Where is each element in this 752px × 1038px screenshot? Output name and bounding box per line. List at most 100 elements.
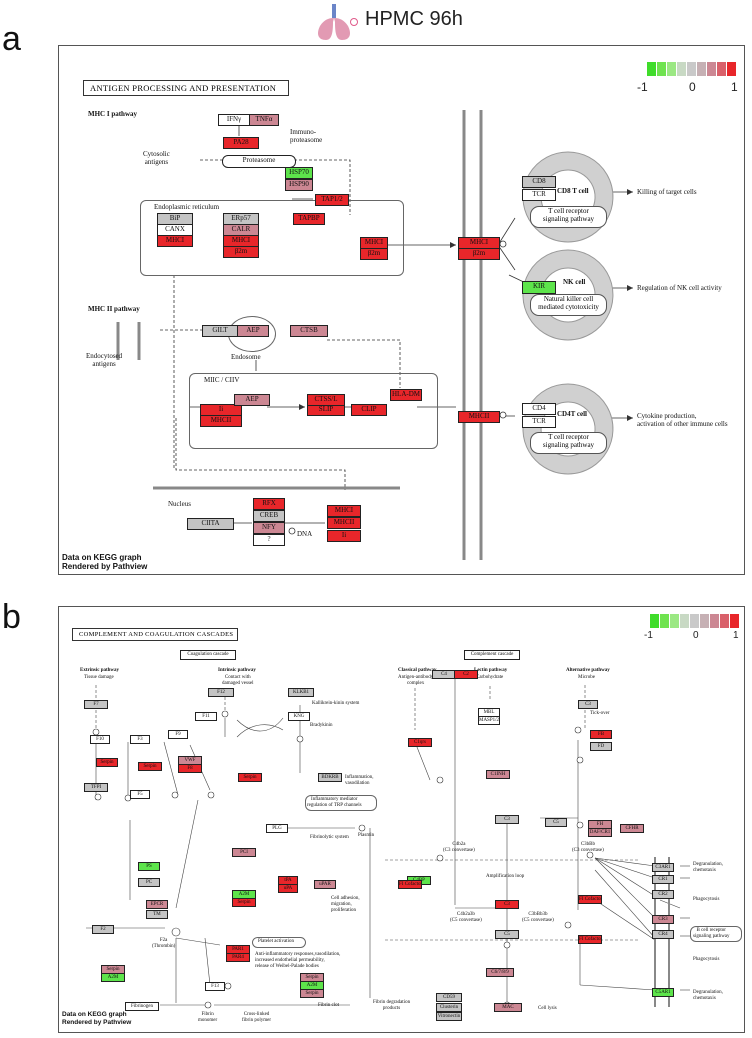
gene-ctssl[interactable]: CTSS/L [307, 394, 345, 406]
gene-f3[interactable]: F3 [130, 735, 150, 744]
gene-unknown[interactable]: ? [253, 534, 285, 546]
gene-cr3[interactable]: CR3 [652, 915, 674, 924]
gene-a2m2[interactable]: A2M [101, 973, 125, 982]
gene-clusterin[interactable]: Clusterin [436, 1003, 462, 1012]
gene-f10[interactable]: F10 [90, 735, 110, 744]
gene-f9[interactable]: F9 [168, 730, 188, 739]
gene-aep-1[interactable]: AEP [237, 325, 269, 337]
inflam-mediator-box[interactable] [305, 795, 377, 811]
gene-nfy[interactable]: NFY [253, 522, 285, 534]
gene-ps[interactable]: PS [138, 862, 160, 871]
gene-c1inh[interactable]: C1INH [486, 770, 510, 779]
gene-ctsb[interactable]: CTSB [290, 325, 328, 337]
tcr-pathway-box-2[interactable]: T cell receptor signaling pathway [530, 432, 607, 454]
gene-aep-2[interactable]: AEP [234, 394, 270, 406]
gene-plg[interactable]: PLG [266, 824, 288, 833]
gene-tap12[interactable]: TAP1/2 [315, 194, 349, 206]
nk-pathway-box[interactable]: Natural killer cell mediated cytotoxicit… [530, 294, 607, 316]
gene-fi3[interactable]: FI Cofactor [578, 935, 602, 944]
gene-mac[interactable]: MAC [494, 1003, 522, 1012]
gene-cr1[interactable]: CR1 [652, 875, 674, 884]
gene-c3b[interactable]: C3 [495, 900, 519, 909]
gene-c3ar1[interactable]: C3AR1 [652, 863, 674, 872]
gene-c1qrs[interactable]: C1qrs [408, 738, 432, 747]
gene-creb[interactable]: CREB [253, 510, 285, 522]
gene-c5[interactable]: C5 [495, 930, 519, 939]
gene-f13[interactable]: F13 [205, 982, 225, 991]
gene-mhc2-membrane[interactable]: MHCII [458, 411, 500, 423]
gene-fibrinogen[interactable]: Fibrinogen [125, 1002, 159, 1011]
gene-rfx[interactable]: RFX [253, 498, 285, 510]
gene-fd[interactable]: FD [590, 742, 612, 751]
gene-cfhr[interactable]: CFHR [620, 824, 644, 833]
gene-cd8[interactable]: CD8 [522, 176, 556, 188]
gene-hladm[interactable]: HLA-DM [390, 389, 422, 401]
bcell-box[interactable] [690, 926, 742, 942]
gene-f7[interactable]: F7 [84, 700, 108, 709]
gene-serpin4[interactable]: Serpin [232, 898, 256, 907]
gene-hsp90[interactable]: HSP90 [285, 179, 313, 191]
gene-upar[interactable]: uPAR [314, 880, 336, 889]
gene-mhc2-nucleus[interactable]: MHCII [327, 517, 361, 529]
gene-c5b[interactable]: C5 [545, 818, 567, 827]
gene-c3a[interactable]: C3 [495, 815, 519, 824]
gene-mhc1-nucleus[interactable]: MHCI [327, 505, 361, 517]
gene-cd4[interactable]: CD4 [522, 403, 556, 415]
comp-cascade-box[interactable]: Complement cascade [464, 650, 520, 660]
gene-proteasome[interactable]: Proteasome [222, 155, 296, 168]
gene-c4[interactable]: C4 [432, 670, 456, 679]
gene-kng[interactable]: KNG [288, 712, 310, 721]
gene-b2m-c[interactable]: β2m [360, 248, 388, 260]
gene-c3[interactable]: C3 [578, 700, 598, 709]
gene-tm[interactable]: TM [146, 910, 168, 919]
gene-par4[interactable]: PAR4 [226, 953, 250, 962]
gene-tfpi[interactable]: TFPI [84, 783, 108, 792]
gene-tapbp[interactable]: TAPBP [293, 213, 325, 225]
gene-b2m-membrane[interactable]: β2m [458, 248, 500, 260]
gene-ciita[interactable]: CIITA [187, 518, 234, 530]
gene-daf[interactable]: DAF/CR1 [588, 828, 612, 837]
gene-f2[interactable]: F2 [92, 925, 114, 934]
gene-epcr[interactable]: EPCR [146, 900, 168, 909]
gene-masp12[interactable]: MASP1/2 [478, 716, 500, 725]
gene-f12[interactable]: F12 [208, 688, 234, 697]
gene-serpin2[interactable]: Serpin [138, 762, 162, 771]
gene-f8[interactable]: F8 [178, 764, 202, 773]
gene-mhc1-membrane[interactable]: MHCI [458, 237, 500, 249]
gene-b2m-b[interactable]: β2m [223, 246, 259, 258]
gene-klkb1[interactable]: KLKB1 [288, 688, 314, 697]
gene-c6789[interactable]: C6/7/8/9 [486, 968, 514, 977]
gene-pc[interactable]: PC [138, 878, 160, 887]
gene-cr2[interactable]: CR2 [652, 890, 674, 899]
gene-fi2[interactable]: FI Cofactor [578, 895, 602, 904]
gene-f5[interactable]: F5 [130, 790, 150, 799]
gene-serpin6[interactable]: Serpin [300, 989, 324, 998]
gene-f11[interactable]: F11 [195, 712, 217, 721]
gene-fb[interactable]: FB [590, 730, 612, 739]
gene-mhc1-er[interactable]: MHCI [157, 235, 193, 247]
gene-kir[interactable]: KIR [522, 281, 556, 294]
gene-c5ar1[interactable]: C5AR1 [652, 988, 674, 997]
coag-cascade-box[interactable]: Coagulation cascade [180, 650, 236, 660]
gene-serpin7[interactable]: Serpin [300, 973, 324, 982]
gene-upa[interactable]: uPA [278, 884, 298, 893]
gene-bdkrb[interactable]: BDKRB [318, 773, 342, 782]
gene-pci[interactable]: PCI [232, 848, 256, 857]
gene-ii-nucleus[interactable]: Ii [327, 530, 361, 542]
gene-vitronectin[interactable]: Vitronectin [436, 1012, 462, 1021]
gene-serpin3[interactable]: Serpin [238, 773, 262, 782]
gene-serpin1[interactable]: Serpin [96, 758, 118, 767]
platelet-box[interactable] [252, 937, 306, 948]
gene-tcr-2[interactable]: TCR [522, 416, 556, 428]
gene-hsp70[interactable]: HSP70 [285, 167, 313, 179]
gene-clip[interactable]: CLIP [351, 404, 387, 416]
gene-fi1[interactable]: FI Cofactor [398, 880, 422, 889]
gene-cd59[interactable]: CD59 [436, 993, 462, 1002]
gene-c2[interactable]: C2 [454, 670, 478, 679]
gene-pa28[interactable]: PA28 [223, 137, 259, 149]
gene-tcr-1[interactable]: TCR [522, 189, 556, 201]
tcr-pathway-box-1[interactable]: T cell receptor signaling pathway [530, 206, 607, 228]
gene-cr4[interactable]: CR4 [652, 930, 674, 939]
gene-tnfa[interactable]: TNFα [249, 114, 279, 126]
gene-mhc2-a[interactable]: MHCII [200, 415, 242, 427]
